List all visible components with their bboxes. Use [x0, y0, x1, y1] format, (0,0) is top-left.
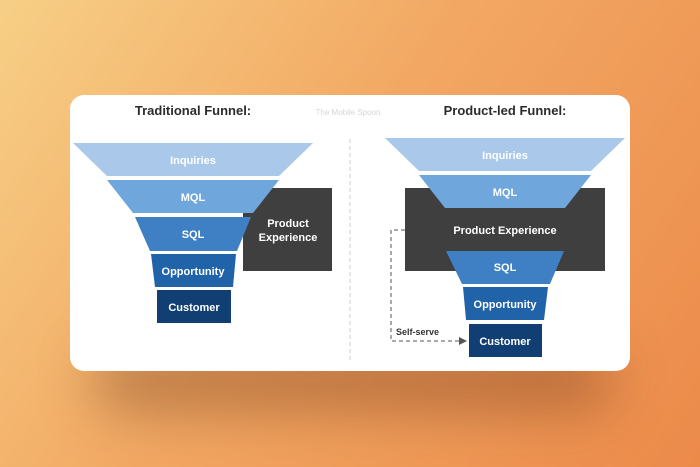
traditional-stage-sql-label: SQL: [182, 229, 205, 241]
product-led-stage-sql-label: SQL: [494, 262, 517, 274]
traditional-stage-customer-label: Customer: [168, 302, 220, 314]
traditional-stage-opportunity-label: Opportunity: [162, 266, 226, 278]
product-led-stage-opportunity: [463, 287, 548, 320]
product-led-funnel-title: Product-led Funnel:: [444, 103, 567, 118]
product-led-stage-mql: [419, 175, 591, 208]
funnel-comparison-card: Traditional Funnel: The Mobile Spoon Pro…: [70, 95, 630, 371]
product-led-stage-inquiries-label: Inquiries: [482, 150, 528, 162]
product-led-stage-customer-label: Customer: [479, 336, 531, 348]
watermark-text: The Mobile Spoon: [316, 108, 381, 117]
product-led-product-experience-label: Product Experience: [453, 225, 556, 237]
funnel-diagram: Traditional Funnel: The Mobile Spoon Pro…: [73, 103, 625, 361]
product-led-stage-mql-label: MQL: [493, 187, 518, 199]
traditional-stage-sql: [135, 217, 251, 251]
traditional-product-experience-label-line1: Product: [267, 218, 309, 230]
product-led-stage-sql: [446, 251, 564, 284]
traditional-stage-opportunity: [151, 254, 236, 287]
product-led-stage-opportunity-label: Opportunity: [474, 299, 538, 311]
traditional-stage-mql: [107, 180, 279, 213]
traditional-stage-inquiries: [73, 143, 313, 176]
traditional-stage-inquiries-label: Inquiries: [170, 155, 216, 167]
product-led-stage-customer: [469, 324, 542, 357]
traditional-stage-customer: [157, 290, 231, 323]
self-serve-arrow: [390, 229, 467, 345]
traditional-funnel-title: Traditional Funnel:: [135, 103, 251, 118]
traditional-product-experience-label-line2: Experience: [259, 232, 318, 244]
product-led-stage-inquiries: [385, 138, 625, 171]
self-serve-label: Self-serve: [396, 327, 439, 337]
traditional-stage-mql-label: MQL: [181, 192, 206, 204]
